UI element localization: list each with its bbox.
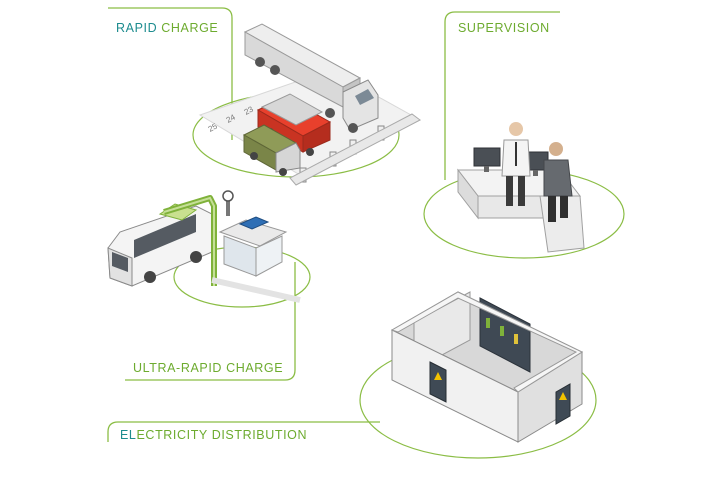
electricity-label-rest: ECTRICITY DISTRIBUTION [137, 428, 308, 442]
rapid-charge-label: RAPID CHARGE [116, 21, 218, 35]
supervision-label: SUPERVISION [458, 21, 550, 35]
electricity-distribution-scene [360, 292, 596, 458]
electricity-distribution-label: ELECTRICITY DISTRIBUTION [120, 428, 307, 442]
supervision-label-rest: SUPERVISION [458, 21, 550, 35]
ultra-rapid-label-rest: ULTRA-RAPID CHARGE [133, 361, 283, 375]
rapid-charge-label-lead: RAPID [116, 21, 157, 35]
electricity-label-lead: EL [120, 428, 137, 442]
ultra-rapid-charge-scene [108, 191, 310, 307]
rapid-charge-scene: 25 24 23 [193, 24, 420, 185]
bus-shelter [220, 217, 286, 276]
supervision-scene [424, 122, 624, 258]
substation-icon [392, 292, 582, 442]
ultra-rapid-charge-label: ULTRA-RAPID CHARGE [133, 361, 283, 375]
bus-icon [108, 204, 212, 286]
rapid-charge-label-rest: CHARGE [157, 21, 218, 35]
